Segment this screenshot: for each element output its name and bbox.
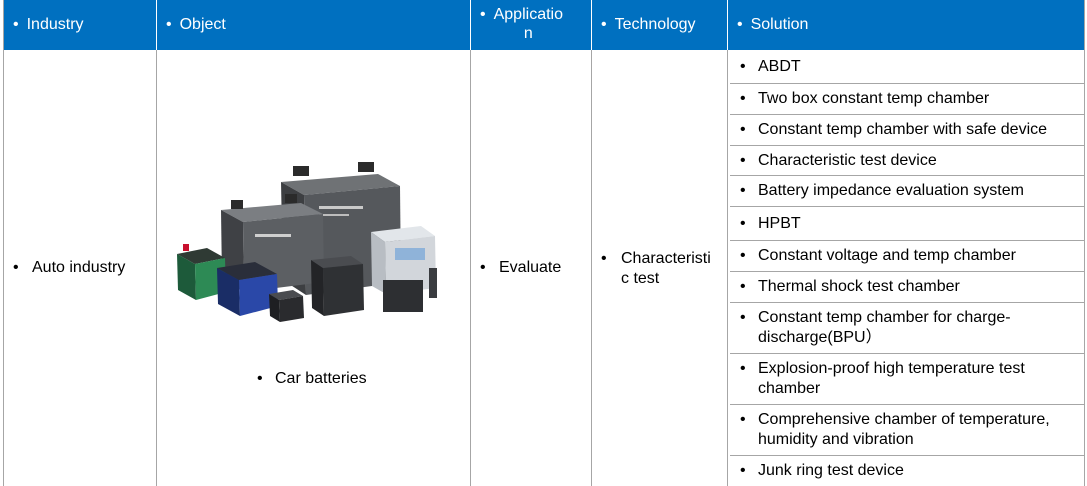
header-divider	[591, 0, 592, 50]
solution-row: •Constant temp chamber for charge-discha…	[730, 303, 1085, 354]
header-divider	[727, 0, 728, 50]
solution-row: •HPBT	[730, 207, 1085, 241]
grid-line	[591, 0, 592, 486]
grid-line	[156, 0, 157, 486]
grid-line	[1084, 0, 1085, 486]
solution-row: •Two box constant temp chamber	[730, 84, 1085, 115]
header-industry: •Industry	[3, 0, 156, 50]
solution-row: •Constant temp chamber with safe device	[730, 115, 1085, 146]
solution-row: •Comprehensive chamber of temperature, h…	[730, 405, 1085, 456]
header-divider	[156, 0, 157, 50]
solution-row: •ABDT	[730, 50, 1085, 84]
solutions-table: •Industry •Object •Applicatio n •Technol…	[3, 0, 1085, 486]
solution-row: •Characteristic test device	[730, 146, 1085, 176]
header-solution: •Solution	[727, 0, 1085, 50]
solution-row: •Battery impedance evaluation system	[730, 176, 1085, 207]
solution-row: •Explosion-proof high temperature test c…	[730, 354, 1085, 405]
header-object: •Object	[156, 0, 470, 50]
grid-line	[3, 0, 4, 486]
solution-row: •Junk ring test device	[740, 462, 904, 479]
car-batteries-image	[173, 160, 439, 326]
solution-row: •Constant voltage and temp chamber	[730, 241, 1085, 272]
grid-line	[727, 0, 728, 486]
header-technology: •Technology	[591, 0, 727, 50]
solution-row: •Thermal shock test chamber	[730, 272, 1085, 303]
header-application: •Applicatio n	[470, 0, 591, 50]
header-divider	[470, 0, 471, 50]
grid-line	[470, 0, 471, 486]
